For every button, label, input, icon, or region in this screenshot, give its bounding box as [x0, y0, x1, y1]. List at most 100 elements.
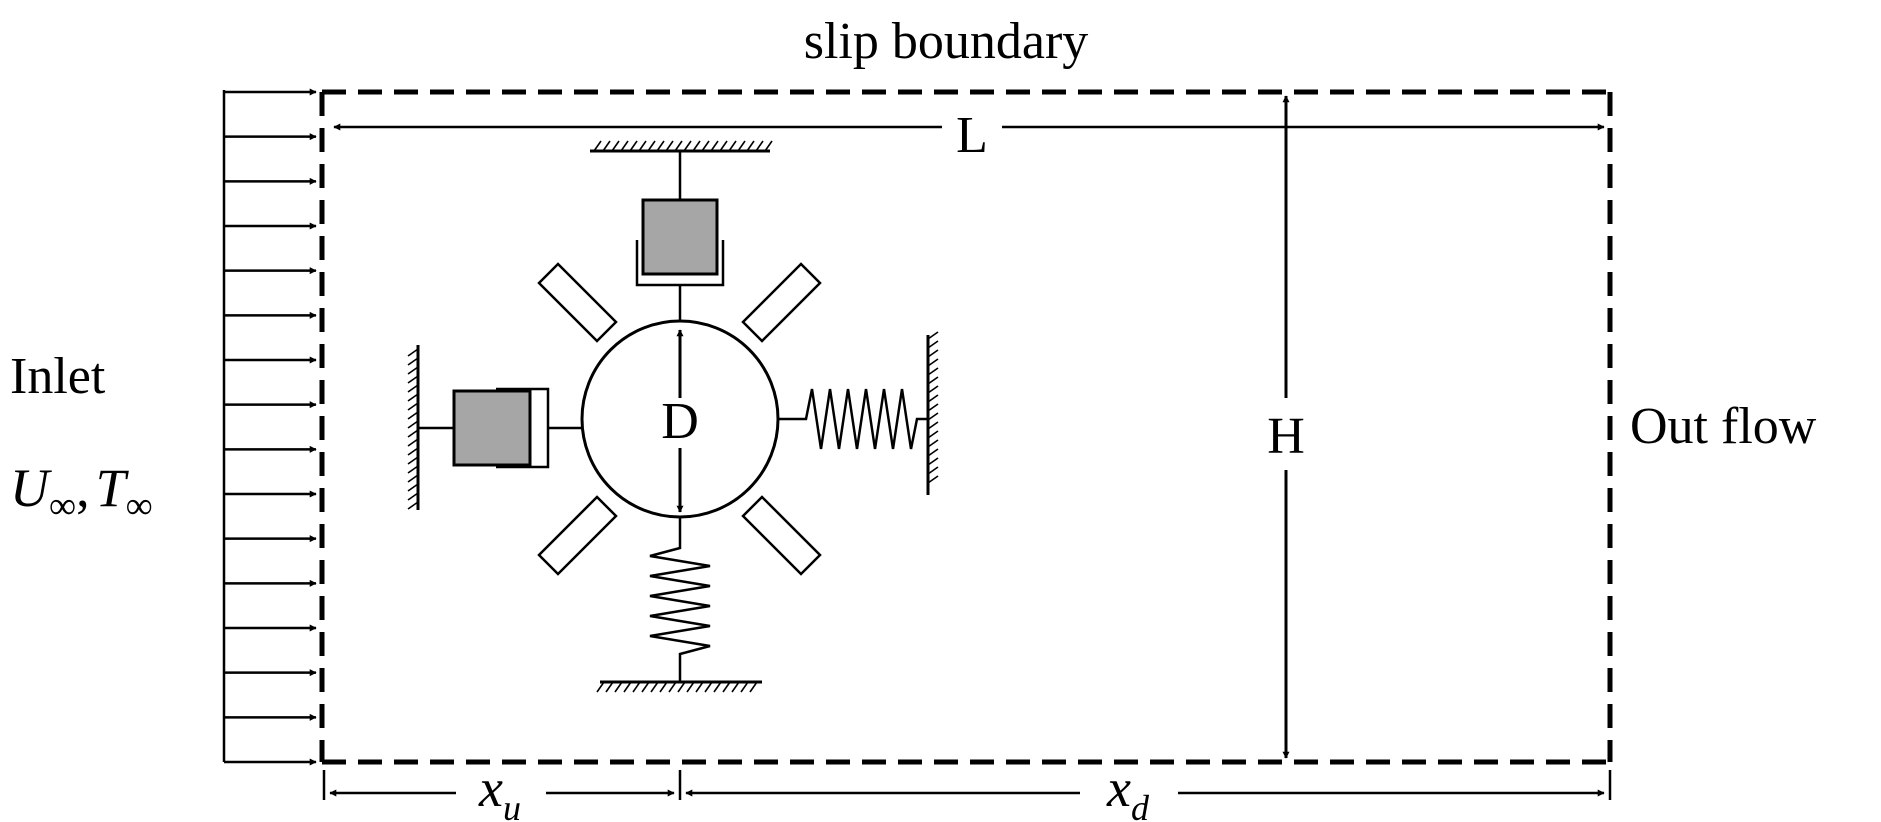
hatch-mark	[749, 681, 758, 693]
hatch-mark	[593, 140, 602, 152]
hatch-mark	[647, 140, 656, 152]
right-ground-hatch	[927, 331, 939, 484]
hatch-mark	[728, 140, 737, 152]
top-ground-hatch	[593, 140, 773, 152]
inlet-t-infinity: ∞	[126, 485, 153, 527]
hatch-mark	[407, 357, 419, 366]
hatch-mark	[677, 681, 686, 693]
inlet-label: Inlet	[10, 348, 106, 405]
left-ground-hatch	[407, 348, 419, 510]
hatch-mark	[407, 348, 419, 357]
hatch-mark	[407, 438, 419, 447]
hatch-mark	[713, 681, 722, 693]
hatch-mark	[602, 140, 611, 152]
hatch-mark	[407, 411, 419, 420]
hatch-mark	[719, 140, 728, 152]
hatch-mark	[407, 501, 419, 510]
hatch-mark	[927, 394, 939, 403]
hatch-mark	[704, 681, 713, 693]
hatch-mark	[746, 140, 755, 152]
top-damper	[590, 140, 773, 321]
inlet-t: T	[96, 458, 130, 518]
hatch-mark	[927, 340, 939, 349]
xd-base: x	[1106, 758, 1131, 818]
hatch-mark	[927, 475, 939, 484]
hatch-mark	[605, 681, 614, 693]
hatch-mark	[927, 412, 939, 421]
hatch-mark	[740, 681, 749, 693]
hatch-mark	[650, 681, 659, 693]
fin-upper-left	[537, 262, 618, 343]
length-dimension: L	[333, 107, 1605, 164]
hatch-mark	[927, 385, 939, 394]
bottom-ground-hatch	[596, 681, 758, 693]
hatch-mark	[620, 140, 629, 152]
hatch-mark	[611, 140, 620, 152]
hatch-mark	[927, 439, 939, 448]
right-spring-coil	[778, 388, 928, 450]
hatch-mark	[656, 140, 665, 152]
hatch-mark	[927, 421, 939, 430]
hatch-mark	[407, 420, 419, 429]
hatch-mark	[407, 474, 419, 483]
hatch-mark	[629, 140, 638, 152]
hatch-mark	[407, 483, 419, 492]
hatch-mark	[927, 430, 939, 439]
hatch-mark	[737, 140, 746, 152]
hatch-mark	[632, 681, 641, 693]
xu-label: xu	[478, 758, 521, 822]
left-damper	[407, 345, 582, 510]
left-damper-piston	[452, 389, 532, 467]
height-label: H	[1267, 408, 1305, 465]
right-spring	[778, 331, 939, 495]
hatch-mark	[659, 681, 668, 693]
hatch-mark	[927, 376, 939, 385]
hatch-mark	[701, 140, 710, 152]
hatch-mark	[927, 367, 939, 376]
xd-subscript: d	[1131, 788, 1150, 822]
inlet-u-infinity: ∞	[49, 485, 76, 527]
slip-boundary-label: slip boundary	[804, 13, 1089, 70]
hatch-mark	[623, 681, 632, 693]
hatch-mark	[731, 681, 740, 693]
hatch-mark	[710, 140, 719, 152]
hatch-mark	[596, 681, 605, 693]
hatch-mark	[407, 384, 419, 393]
hatch-mark	[927, 349, 939, 358]
fin-lower-right	[741, 495, 822, 576]
fin-lower-left	[537, 495, 618, 576]
bottom-spring-coil	[649, 517, 711, 682]
hatch-mark	[692, 140, 701, 152]
hatch-mark	[407, 366, 419, 375]
length-label: L	[956, 107, 988, 164]
xu-base: x	[478, 758, 503, 818]
hatch-mark	[407, 402, 419, 411]
height-dimension: H	[1267, 95, 1305, 759]
position-dimensions: xu xd	[322, 758, 1612, 822]
domain-boundary	[319, 89, 1613, 765]
hatch-mark	[665, 140, 674, 152]
hatch-mark	[638, 140, 647, 152]
hatch-mark	[695, 681, 704, 693]
hatch-mark	[686, 681, 695, 693]
hatch-mark	[927, 358, 939, 367]
hatch-mark	[614, 681, 623, 693]
hatch-mark	[407, 465, 419, 474]
xd-label: xd	[1106, 758, 1150, 822]
fin-upper-right	[741, 262, 822, 343]
hatch-mark	[668, 681, 677, 693]
hatch-mark	[674, 140, 683, 152]
inlet-u: U	[10, 458, 52, 518]
hatch-mark	[407, 456, 419, 465]
inlet-conditions-label: U∞,T∞	[10, 458, 153, 527]
hatch-mark	[683, 140, 692, 152]
outflow-label: Out flow	[1630, 398, 1817, 455]
diameter-label: D	[661, 393, 699, 450]
xu-subscript: u	[503, 788, 521, 822]
hatch-mark	[407, 492, 419, 501]
hatch-mark	[927, 466, 939, 475]
inlet-velocity-profile	[222, 88, 317, 766]
inlet-comma: ,	[76, 458, 90, 518]
